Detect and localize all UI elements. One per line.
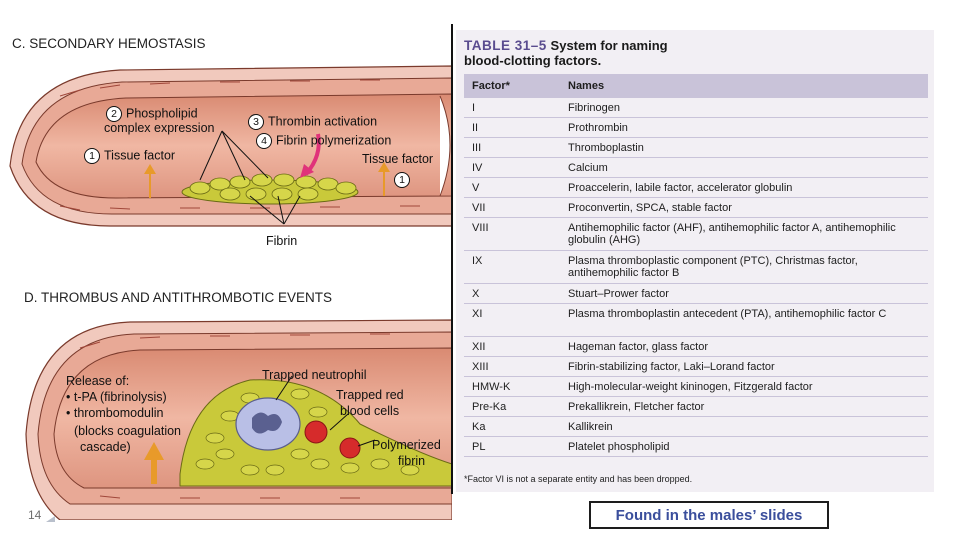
table-number: TABLE 31–5 [464, 38, 547, 53]
factor-cell: II [472, 122, 479, 134]
names-cell: Proconvertin, SPCA, stable factor [568, 202, 732, 214]
fibrin-polymerization-text: Fibrin polymerization [276, 133, 392, 148]
factor-cell: V [472, 182, 480, 194]
label-tissue-factor-left: 1 Tissue factor [84, 148, 175, 164]
names-cell: Thromboplastin [568, 142, 644, 154]
factor-cell: VIII [472, 222, 489, 234]
label-tpa: • t-PA (fibrinolysis) [66, 390, 167, 404]
names-cell: Fibrinogen [568, 102, 620, 114]
factor-cell: HMW-K [472, 381, 511, 393]
label-release-of: Release of: [66, 374, 130, 388]
step-4-badge: 4 [256, 133, 272, 149]
table-title: TABLE 31–5 System for naming blood-clott… [464, 38, 824, 68]
vessel-c-drawing [9, 65, 452, 227]
names-cell: Kallikrein [568, 421, 613, 433]
table-row: II Prothrombin [464, 118, 928, 138]
names-cell: Antihemophilic factor (AHF), antihemophi… [568, 222, 896, 246]
label-phospholipid: 2 Phospholipid [106, 106, 198, 122]
names-cell: Platelet phospholipid [568, 441, 670, 453]
factor-cell: IV [472, 162, 483, 174]
panel-divider [451, 24, 453, 494]
label-polymerized: Polymerized [372, 438, 441, 452]
section-c-title: C. SECONDARY HEMOSTASIS [12, 36, 206, 51]
label-blocks-coagulation: (blocks coagulation [74, 424, 182, 438]
table-row: PL Platelet phospholipid [464, 437, 928, 457]
label-complex-expression: complex expression [104, 121, 215, 135]
table-footnote: *Factor VI is not a separate entity and … [464, 474, 693, 484]
step-1-badge-left: 1 [84, 148, 100, 164]
thrombin-text: Thrombin activation [268, 114, 378, 129]
note-box: Found in the males’ slides [589, 501, 829, 529]
step-1-badge-right: 1 [394, 172, 410, 188]
label-trapped-red: Trapped red [336, 388, 404, 402]
names-cell: Stuart–Prower factor [568, 288, 669, 300]
section-d-title: D. THROMBUS AND ANTITHROMBOTIC EVENTS [24, 290, 333, 305]
table-header-row: Factor* Names [464, 74, 928, 98]
header-names: Names [568, 80, 605, 92]
table-row: V Proaccelerin, labile factor, accelerato… [464, 178, 928, 198]
table-row: III Thromboplastin [464, 138, 928, 158]
label-fibrin-d: fibrin [398, 454, 426, 468]
table-row: X Stuart–Prower factor [464, 284, 928, 304]
tissue-factor-left-text: Tissue factor [104, 148, 176, 163]
factor-cell: IX [472, 255, 483, 267]
label-blood-cells: blood cells [340, 404, 400, 418]
table-title-line-1: System for naming [550, 38, 668, 53]
factor-cell: X [472, 288, 480, 300]
label-cascade: cascade) [80, 440, 131, 454]
label-thrombomodulin: • thrombomodulin [66, 406, 164, 420]
table-row: I Fibrinogen [464, 98, 928, 118]
label-tissue-factor-right: Tissue factor [362, 152, 434, 166]
names-cell: Hageman factor, glass factor [568, 341, 709, 353]
table-row: VII Proconvertin, SPCA, stable factor [464, 198, 928, 218]
factor-cell: XI [472, 308, 483, 320]
factor-cell: Pre-Ka [472, 401, 507, 413]
label-fibrin-polymerization: 4 Fibrin polymerization [256, 133, 391, 149]
hemostasis-illustration: C. SECONDARY HEMOSTASIS [0, 0, 452, 520]
factor-cell: I [472, 102, 476, 114]
names-cell: Proaccelerin, labile factor, accelerator… [568, 182, 793, 194]
table-row: XIII Fibrin-stabilizing factor, Laki–Lora… [464, 357, 928, 377]
table-row: IX Plasma thromboplastic component (PTC),… [464, 251, 928, 284]
slide-corner-mark [46, 516, 55, 522]
table-row: XI Plasma thromboplastin antecedent (PTA)… [464, 304, 928, 337]
names-cell: Prekallikrein, Fletcher factor [568, 401, 705, 413]
label-thrombin: 3 Thrombin activation [248, 114, 377, 130]
names-cell: Prothrombin [568, 122, 628, 134]
clotting-factor-table-panel: TABLE 31–5 System for naming blood-clott… [456, 30, 934, 492]
names-cell: High-molecular-weight kininogen, Fitzger… [568, 381, 813, 393]
page-number: 14 [28, 508, 42, 522]
factor-cell: PL [472, 441, 486, 453]
table-row: VIII Antihemophilic factor (AHF), antihem… [464, 218, 928, 251]
step-3-badge: 3 [248, 114, 264, 130]
label-tissue-factor-right-num: 1 [394, 172, 414, 188]
header-factor: Factor* [472, 80, 510, 92]
label-trapped-neutrophil: Trapped neutrophil [262, 368, 367, 382]
factor-cell: Ka [472, 421, 486, 433]
factor-cell: III [472, 142, 482, 154]
phospholipid-text: Phospholipid [126, 106, 198, 121]
vessel-d-drawing [25, 319, 452, 520]
step-2-badge: 2 [106, 106, 122, 122]
names-cell: Plasma thromboplastic component (PTC), C… [568, 255, 858, 279]
names-cell: Calcium [568, 162, 608, 174]
factor-cell: XII [472, 341, 486, 353]
clot-c [181, 173, 359, 205]
factor-cell: VII [472, 202, 486, 214]
thrombus-d [179, 379, 452, 487]
factor-cell: XIII [472, 361, 489, 373]
table-row: Pre-Ka Prekallikrein, Fletcher factor [464, 397, 928, 417]
table-row: Ka Kallikrein [464, 417, 928, 437]
names-cell: Fibrin-stabilizing factor, Laki–Lorand f… [568, 361, 775, 373]
label-fibrin: Fibrin [266, 234, 298, 248]
note-text: Found in the males’ slides [615, 506, 803, 524]
table-row: XII Hageman factor, glass factor [464, 337, 928, 357]
names-cell: Plasma thromboplastin antecedent (PTA), … [568, 308, 887, 320]
table-title-line-2: blood-clotting factors. [464, 53, 602, 68]
table-row: IV Calcium [464, 158, 928, 178]
table-row: HMW-K High-molecular-weight kininogen, Fi… [464, 377, 928, 397]
